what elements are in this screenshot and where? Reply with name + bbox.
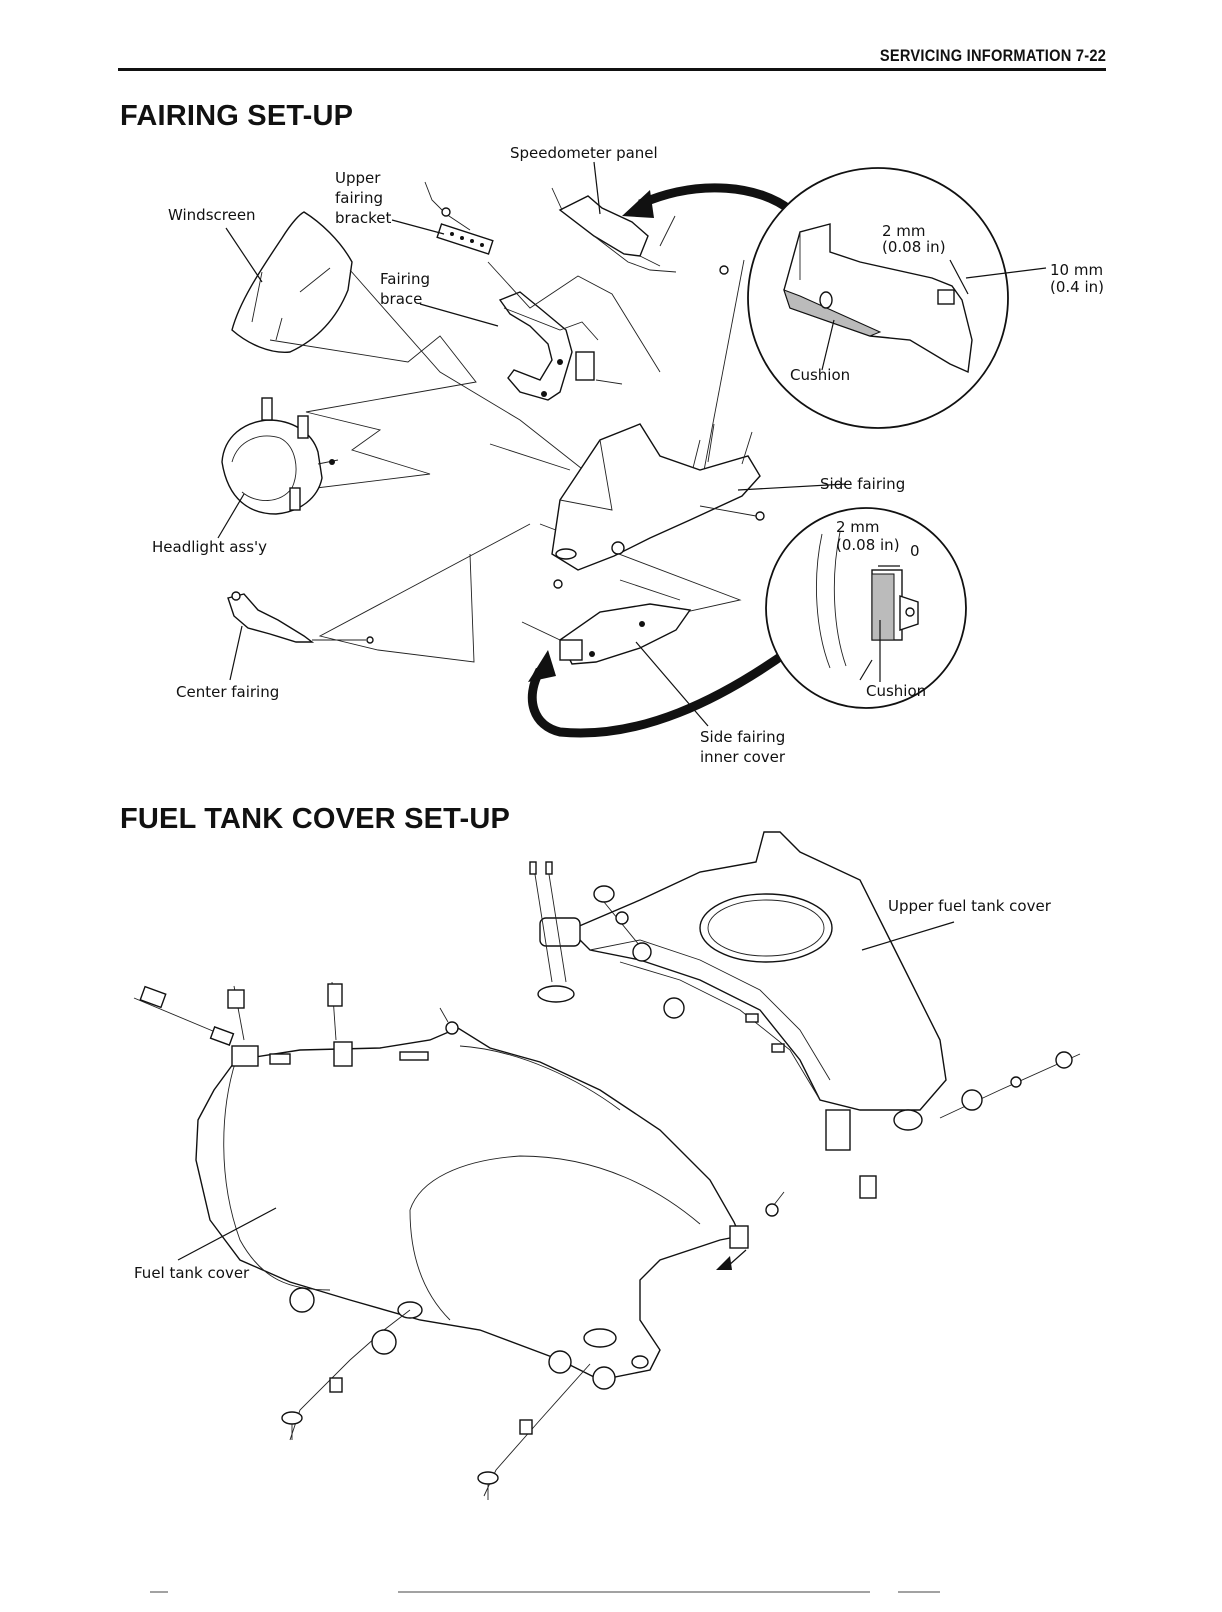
curved-arrow-top	[622, 188, 790, 218]
label-detail-top-len-in: (0.4 in)	[1050, 278, 1104, 296]
label-side-fairing: Side fairing	[820, 475, 905, 493]
fairing-diagram: Speedometer panel Upper fairing bracket …	[152, 144, 1104, 766]
label-headlight-assy: Headlight ass'y	[152, 538, 267, 556]
fairing-brace-part	[500, 292, 622, 400]
center-fairing-part	[228, 592, 373, 643]
label-fuel-tank-cover: Fuel tank cover	[134, 1264, 250, 1282]
side-fairing-part	[490, 424, 764, 588]
label-fairing-brace-1: Fairing	[380, 270, 430, 288]
label-center-fairing: Center fairing	[176, 683, 279, 701]
label-detail-top-gap-in: (0.08 in)	[882, 238, 946, 256]
detail-circle-top	[748, 168, 1008, 428]
label-upper-fuel-tank-cover: Upper fuel tank cover	[888, 897, 1052, 915]
label-speedometer-panel: Speedometer panel	[510, 144, 658, 162]
label-fairing-brace-2: brace	[380, 290, 422, 308]
label-detail-bottom-cushion: Cushion	[866, 682, 926, 700]
label-detail-bottom-gap-mm: 2 mm	[836, 518, 880, 536]
label-windscreen: Windscreen	[168, 206, 256, 224]
label-detail-bottom-gap-in: (0.08 in)	[836, 536, 900, 554]
fuel-tank-diagram: Upper fuel tank cover Fuel tank cover	[134, 832, 1080, 1500]
label-upper-fairing-bracket-2: fairing	[335, 189, 383, 207]
fuel-tank-cover-part	[196, 1008, 748, 1380]
label-upper-fairing-bracket-1: Upper	[335, 169, 381, 187]
windscreen-part	[232, 212, 352, 352]
label-detail-bottom-zero: 0	[910, 542, 920, 560]
upper-fairing-bracket-part	[425, 182, 493, 254]
label-upper-fairing-bracket-3: bracket	[335, 209, 392, 227]
curved-arrow-bottom	[528, 650, 790, 733]
label-side-fairing-inner-1: Side fairing	[700, 728, 785, 746]
label-detail-top-len-mm: 10 mm	[1050, 261, 1103, 279]
label-detail-top-cushion: Cushion	[790, 366, 850, 384]
label-side-fairing-inner-2: inner cover	[700, 748, 786, 766]
